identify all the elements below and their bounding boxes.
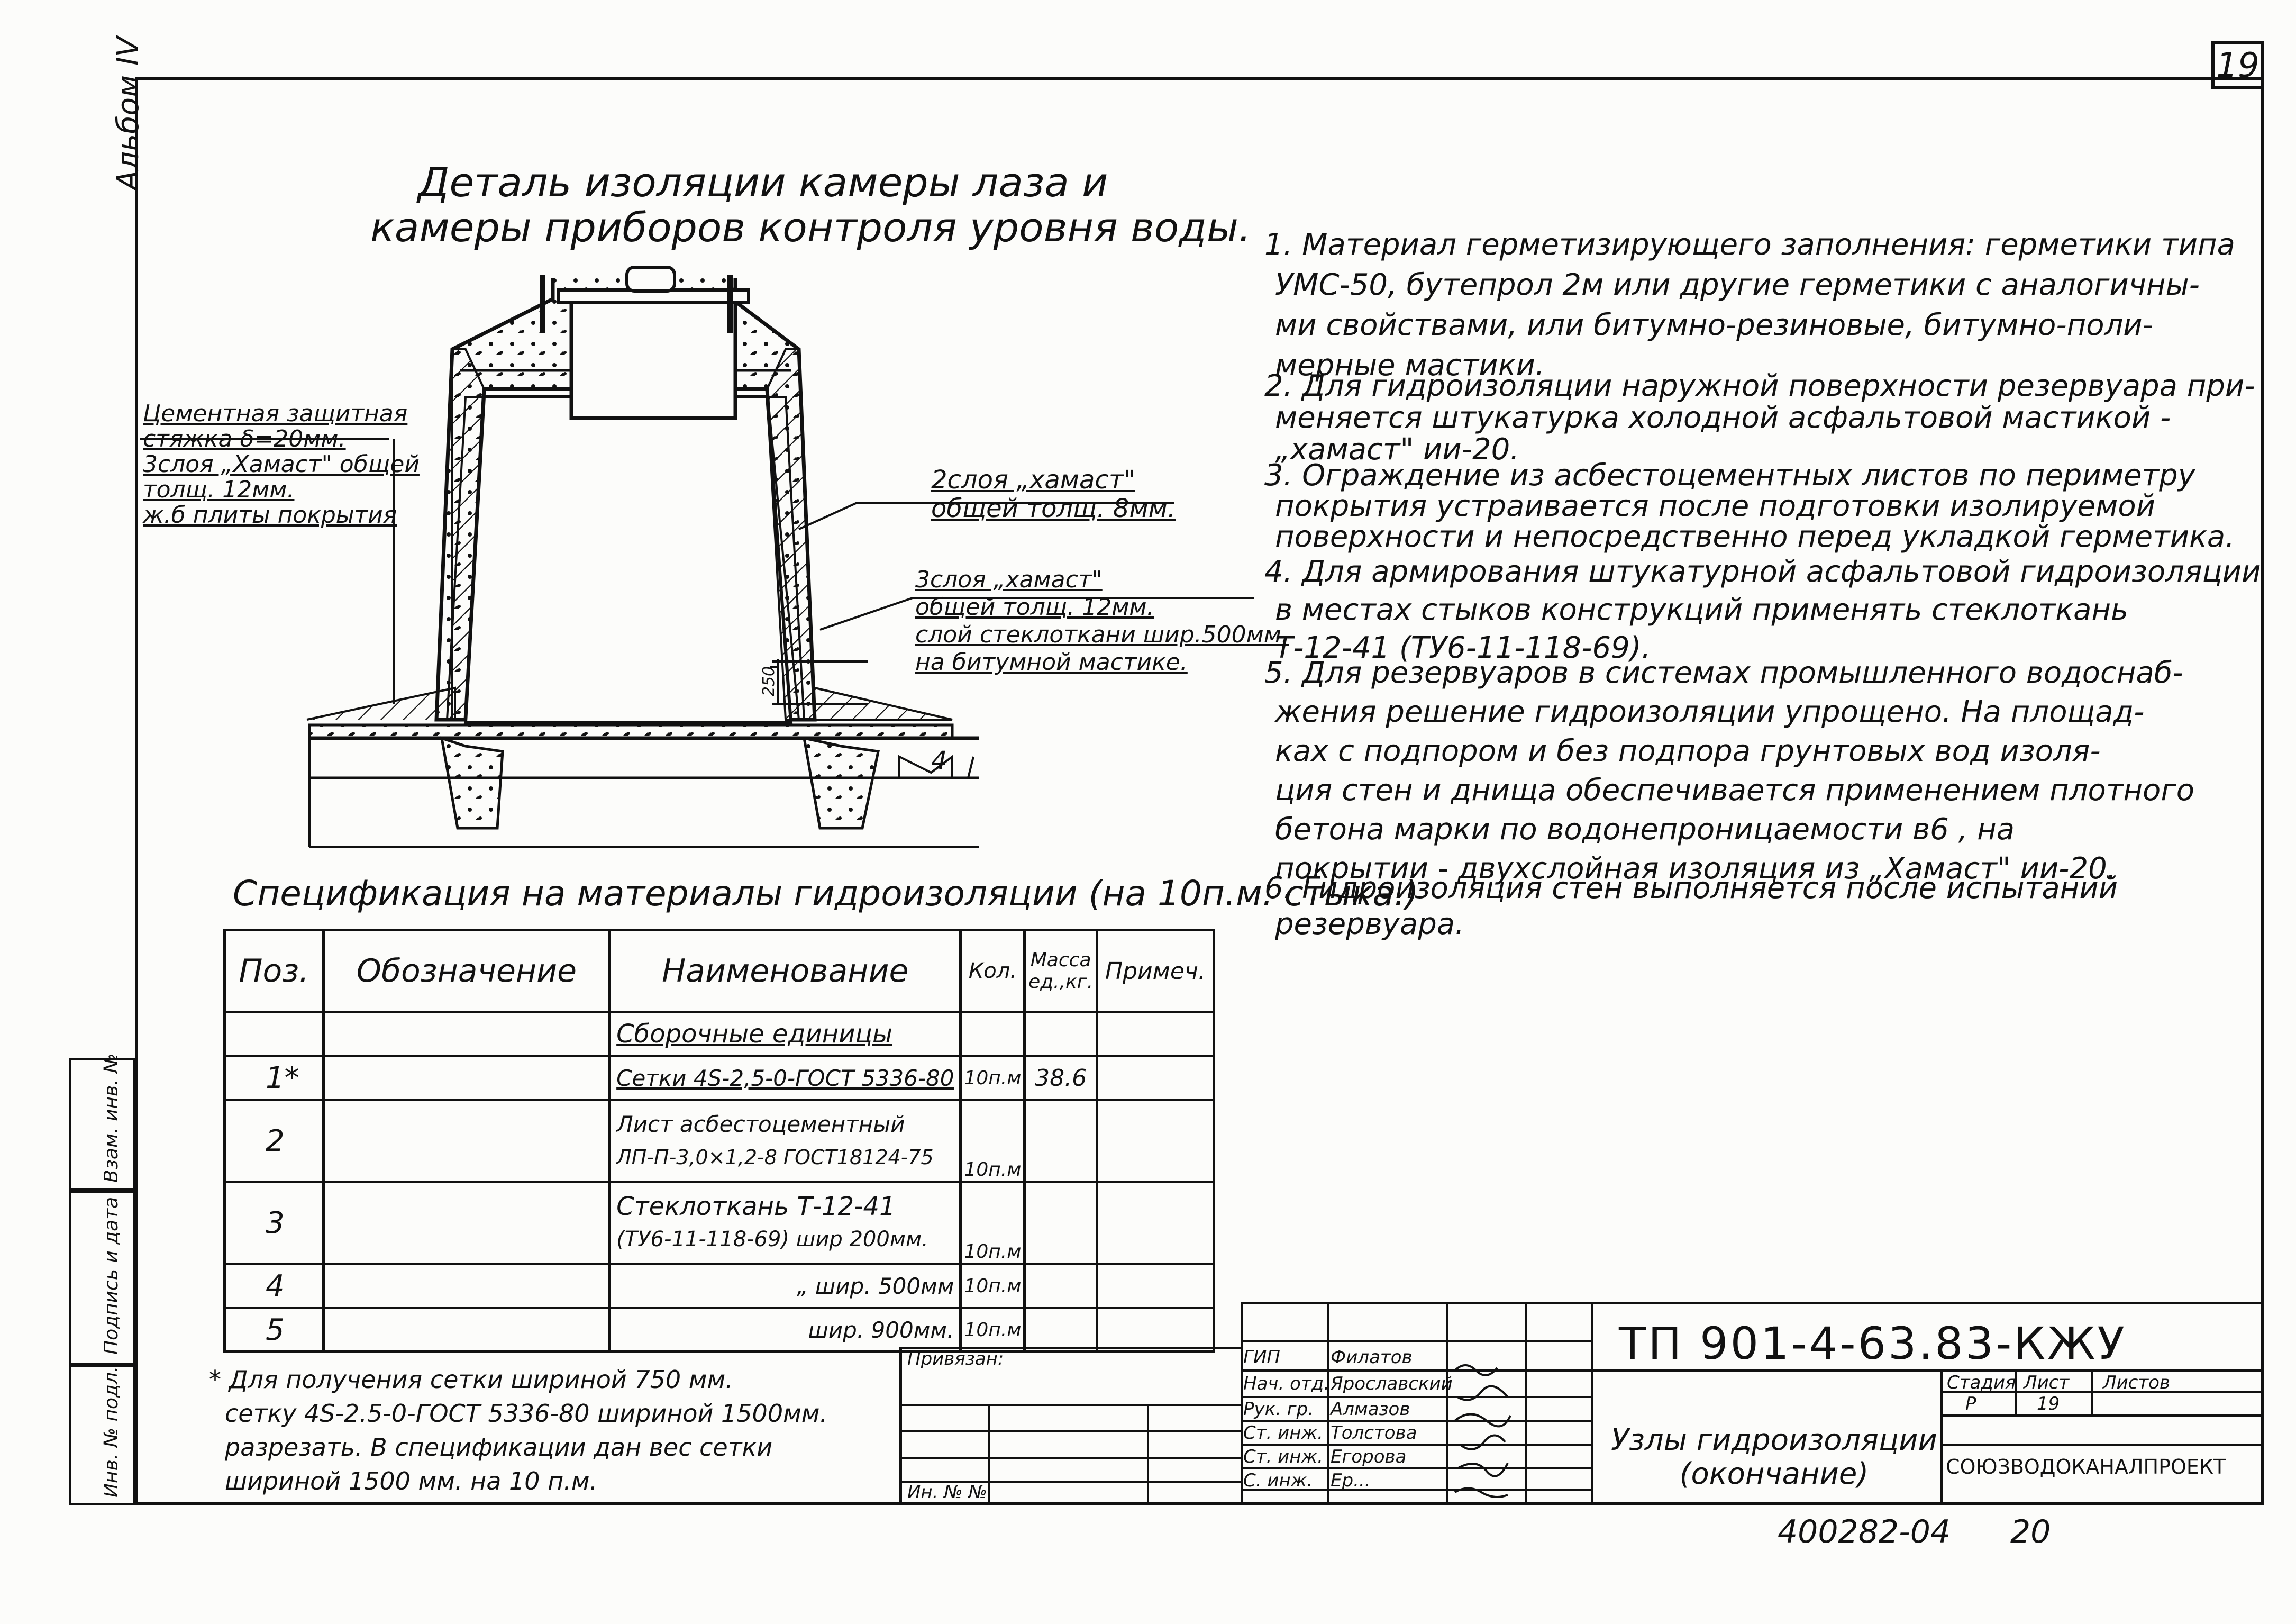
note-2: 2. Для гидроизоляции наружной поверхност… [1264,369,2255,467]
right-top-callout-line1: 2слоя „хамаст" [931,465,1135,495]
stage-value: Р [1965,1393,1976,1414]
role-4: Ст. инж. [1243,1422,1323,1444]
section-mark: 4 [931,746,947,776]
table-row: 5 шир. 900мм. 10п.м [223,1307,1216,1353]
right-bottom-callout-line1: 3слоя „хамаст" [915,566,1103,593]
signature-cell [69,1191,135,1365]
left-callout-line2: стяжка δ=20мм. [143,425,346,452]
spec-header-row: Поз. Обозначение Наименование Кол. Масса… [223,929,1216,1013]
name-4: Толстова [1331,1422,1417,1444]
header-qty: Кол. [959,929,1026,1013]
role-6: С. инж. [1243,1470,1313,1491]
section-label: Сборочные единицы [608,1011,962,1057]
inv-no-label-tb: Ин. № № [907,1482,987,1503]
right-bottom-callout-line2: общей толщ. 12мм. [915,594,1154,621]
signatures [1454,1364,1511,1498]
chamber-shell [434,266,817,724]
spec-section-row: Сборочные единицы [223,1011,1216,1057]
left-callout: Цементная защитная стяжка δ=20мм. 3слоя … [143,401,420,528]
name-2: Ярославский [1331,1373,1453,1394]
title-block-grid [1241,1302,2264,1505]
spec-footnote: * Для получения сетки шириной 750 мм. се… [209,1365,828,1495]
table-row: 2 Лист асбестоцементный ЛП-П-3,0×1,2-8 Г… [223,1099,1216,1183]
role-5: Ст. инж. [1243,1446,1323,1467]
page-number: 20 [2010,1513,2051,1550]
sheets-header: Листов [2103,1372,2171,1393]
header-designation: Обозначение [322,929,612,1013]
document-code: ТП 901-4-63.83-КЖУ [1619,1318,2127,1369]
dimension-250: 250 [760,666,779,697]
right-bottom-callout-line4: на битумной мастике. [915,649,1188,676]
note-5: 5. Для резервуаров в системах промышленн… [1264,656,2194,886]
table-row: 4 „ шир. 500мм 10п.м [223,1263,1216,1309]
spec-title: Спецификация на материалы гидроизоляции … [233,873,1419,914]
base-slab [306,686,979,848]
left-callout-line4: толщ. 12мм. [143,476,295,503]
leader-lines [140,438,1254,779]
sheet-header: Лист [2024,1372,2070,1393]
privyazan-grid [899,1404,1243,1505]
left-callout-line3: 3слоя „Хамаст" общей [143,451,420,478]
header-pos: Поз. [223,929,325,1013]
left-callout-line1: Цементная защитная [143,400,408,427]
table-row: 1* Сетки 4S-2,5-0-ГОСТ 5336-80 10п.м 38.… [223,1055,1216,1101]
organization: СОЮЗВОДОКАНАЛПРОЕКТ [1946,1455,2226,1478]
right-top-callout-line2: общей толщ. 8мм. [931,494,1176,523]
sheet-value: 19 [2037,1393,2060,1414]
header-mass: Масса ед.,кг. [1023,929,1098,1013]
title-block [1241,1302,2264,1505]
right-bottom-callout: 3слоя „хамаст" общей толщ. 12мм. слой ст… [915,566,1289,676]
inv-no-cell [69,1365,135,1505]
note-1: 1. Материал герметизирующего заполнения:… [1264,228,2235,383]
name-1: Филатов [1331,1347,1413,1368]
right-top-callout: 2слоя „хамаст" общей толщ. 8мм. [931,466,1176,523]
stage-header: Стадия [1947,1372,2016,1393]
header-name: Наименование [608,929,962,1013]
sheet-number: 19 [2211,41,2264,89]
name-6: Ер... [1331,1470,1371,1491]
role-2: Нач. отд. [1243,1373,1330,1394]
drawing-title-line1: Деталь изоляции камеры лаза и [418,159,1108,206]
role-1: ГИП [1243,1347,1280,1368]
name-5: Егорова [1331,1446,1407,1467]
note-6: 6. Гидроизоляция стен выполняется после … [1264,871,2118,941]
left-callout-line5: ж.б плиты покрытия [143,502,397,529]
name-3: Алмазов [1331,1399,1410,1420]
side-stamp-strip: Взам. инв. № Подпись и дата Инв. № подл. [69,1054,135,1505]
archive-number: 400282-04 [1778,1513,1951,1550]
header-note: Примеч. [1095,929,1216,1013]
privyazan-label: Привязан: [907,1348,1004,1369]
table-row: 3 Стеклоткань Т-12-41 (ТУ6-11-118-69) ши… [223,1181,1216,1265]
note-4: 4. Для армирования штукатурной асфальтов… [1264,555,2261,665]
right-bottom-callout-line3: слой стеклоткани шир.500мм. [915,621,1289,648]
role-3: Рук. гр. [1243,1399,1314,1420]
spec-table: Поз. Обозначение Наименование Кол. Масса… [223,929,1216,1353]
drawing-title-line2: камеры приборов контроля уровня воды. [370,204,1251,251]
sheet-title: Узлы гидроизоляции (окончание) [1611,1423,1937,1491]
note-3: 3. Ограждение из асбестоцементных листов… [1264,458,2235,554]
replace-inv-cell [69,1058,135,1191]
